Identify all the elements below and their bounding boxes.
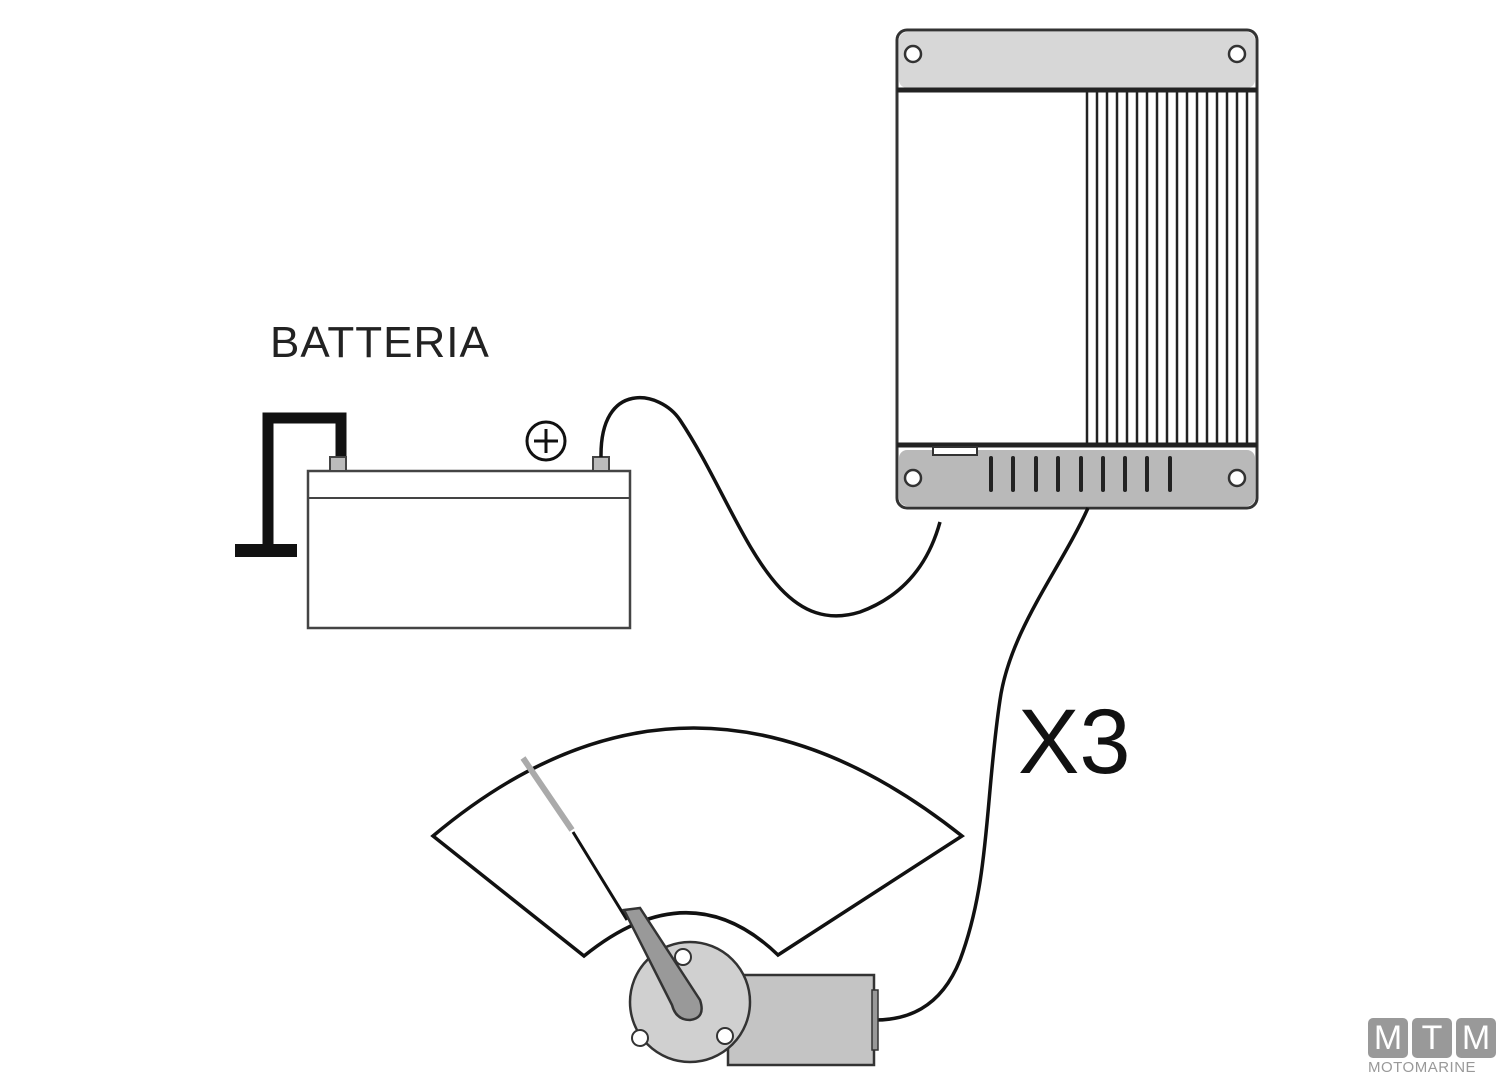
wiper-motor: [622, 906, 879, 1067]
battery-label: BATTERIA: [270, 318, 490, 367]
controller-unit: [895, 28, 1259, 510]
power-cable: [599, 395, 942, 618]
wiper-sweep-area: [430, 726, 965, 959]
logo-letter: M: [1456, 1018, 1496, 1058]
logo-letter: T: [1412, 1018, 1452, 1058]
multiplier-label: X3: [1018, 691, 1131, 793]
ground-symbol: [235, 412, 347, 557]
battery: [306, 420, 632, 630]
motor-cable: [874, 507, 1090, 1022]
logo-letter: M: [1368, 1018, 1408, 1058]
wiper-blade: [520, 756, 575, 832]
logo-brand-text: MOTOMARINE: [1368, 1059, 1477, 1076]
brand-logo: M T M MOTOMARINE: [1368, 1018, 1496, 1076]
